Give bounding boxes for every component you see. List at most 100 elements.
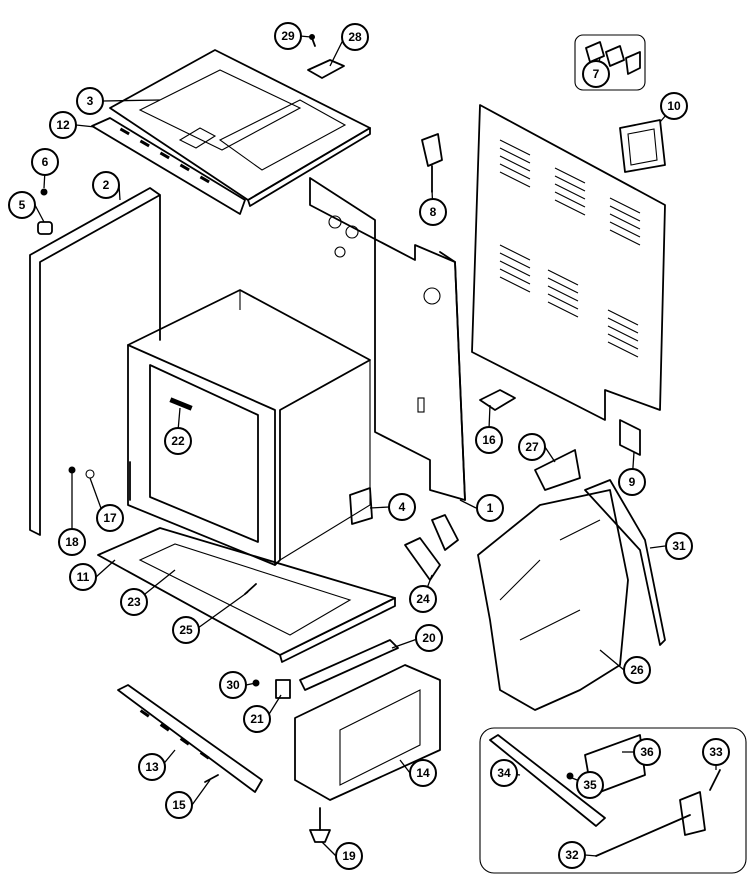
insulation-retainer[interactable]	[584, 479, 666, 646]
callouts: 1 2 3 4 5 6 7 8 9 10 11 12 13 14 15 16 1…	[8, 22, 730, 870]
callout-label: 34	[497, 766, 511, 780]
door-hinge[interactable]	[404, 514, 459, 581]
callout-29[interactable]: 29	[274, 22, 302, 50]
callout-label: 7	[593, 67, 600, 81]
lower-bracket[interactable]	[349, 487, 373, 525]
drawer-bracket[interactable]	[275, 679, 291, 699]
rear-bracket[interactable]	[479, 389, 516, 411]
callout-32[interactable]: 32	[558, 841, 586, 869]
callout-22[interactable]: 22	[164, 427, 192, 455]
callout-24[interactable]: 24	[409, 585, 437, 613]
side-panel[interactable]	[309, 177, 466, 501]
callout-3[interactable]: 3	[76, 87, 104, 115]
callout-label: 8	[430, 205, 437, 219]
callout-30[interactable]: 30	[219, 671, 247, 699]
callout-7[interactable]: 7	[582, 60, 610, 88]
oven-cavity[interactable]	[127, 289, 371, 566]
manifold-bracket[interactable]	[679, 791, 706, 836]
terminal-block[interactable]	[574, 34, 646, 91]
top-clip[interactable]	[307, 59, 345, 79]
callout-label: 3	[87, 94, 94, 108]
callout-25[interactable]: 25	[172, 616, 200, 644]
callout-12[interactable]: 12	[49, 111, 77, 139]
oven-insulation[interactable]	[477, 489, 629, 711]
callout-36[interactable]: 36	[633, 738, 661, 766]
drawer-glide-rail[interactable]	[299, 639, 399, 691]
callout-10[interactable]: 10	[660, 92, 688, 120]
callout-label: 10	[667, 99, 681, 113]
callout-label: 29	[281, 29, 295, 43]
callout-label: 5	[19, 198, 26, 212]
callout-2[interactable]: 2	[92, 171, 120, 199]
callout-1[interactable]: 1	[476, 494, 504, 522]
kick-panel-screw[interactable]	[204, 774, 219, 783]
callout-label: 23	[127, 595, 141, 609]
callout-23[interactable]: 23	[120, 588, 148, 616]
callout-label: 19	[342, 849, 356, 863]
control-inset-box	[479, 727, 747, 874]
callout-9[interactable]: 9	[618, 468, 646, 496]
bottom-insulation[interactable]	[138, 543, 352, 636]
callout-33[interactable]: 33	[702, 738, 730, 766]
callout-16[interactable]: 16	[475, 426, 503, 454]
top-front-trim[interactable]	[91, 117, 246, 215]
callout-label: 14	[416, 766, 430, 780]
callout-label: 4	[399, 500, 406, 514]
callout-label: 9	[629, 475, 636, 489]
top-panel[interactable]	[109, 49, 371, 207]
callout-label: 2	[103, 178, 110, 192]
callout-13[interactable]: 13	[138, 753, 166, 781]
callout-label: 36	[640, 745, 654, 759]
callout-28[interactable]: 28	[341, 23, 369, 51]
callout-21[interactable]: 21	[243, 705, 271, 733]
valve-screw[interactable]	[709, 769, 721, 791]
callout-15[interactable]: 15	[165, 791, 193, 819]
callout-8[interactable]: 8	[419, 198, 447, 226]
callout-label: 15	[172, 798, 186, 812]
callout-26[interactable]: 26	[623, 656, 651, 684]
callout-label: 20	[422, 631, 436, 645]
leveling-leg[interactable]	[309, 807, 331, 843]
trim-clip[interactable]	[37, 221, 53, 235]
callout-4[interactable]: 4	[388, 493, 416, 521]
callout-label: 11	[77, 570, 90, 584]
kick-panel[interactable]	[117, 684, 263, 793]
callout-label: 21	[250, 712, 264, 726]
callout-19[interactable]: 19	[335, 842, 363, 870]
callout-label: 35	[583, 778, 597, 792]
oven-bottom[interactable]	[97, 527, 396, 663]
callout-11[interactable]: 11	[69, 563, 97, 591]
manifold-pipe[interactable]	[595, 814, 691, 857]
callout-35[interactable]: 35	[576, 771, 604, 799]
hinge-bracket[interactable]	[534, 449, 581, 491]
callout-5[interactable]: 5	[8, 191, 36, 219]
manifold-rail[interactable]	[489, 734, 606, 827]
callout-label: 28	[348, 30, 362, 44]
callout-label: 1	[487, 501, 494, 515]
callout-18[interactable]: 18	[58, 528, 86, 556]
wire-clip[interactable]	[85, 469, 95, 479]
side-trim[interactable]	[29, 187, 161, 536]
callout-14[interactable]: 14	[409, 759, 437, 787]
vent-frame[interactable]	[619, 119, 666, 173]
callout-label: 6	[42, 155, 49, 169]
rear-panel[interactable]	[471, 104, 666, 456]
callout-label: 12	[56, 118, 70, 132]
storage-drawer-frame[interactable]	[294, 664, 441, 801]
callout-17[interactable]: 17	[96, 504, 124, 532]
power-cord-plug[interactable]	[421, 133, 443, 193]
trim-screw[interactable]	[40, 188, 48, 196]
callout-label: 31	[672, 539, 686, 553]
callout-31[interactable]: 31	[665, 532, 693, 560]
callout-label: 24	[416, 592, 430, 606]
callout-6[interactable]: 6	[31, 148, 59, 176]
callout-27[interactable]: 27	[518, 433, 546, 461]
callout-label: 26	[630, 663, 644, 677]
callout-label: 25	[179, 623, 193, 637]
callout-20[interactable]: 20	[415, 624, 443, 652]
callout-label: 18	[65, 535, 79, 549]
callout-34[interactable]: 34	[490, 759, 518, 787]
leader-lines	[34, 35, 717, 857]
top-screw[interactable]	[309, 34, 316, 47]
